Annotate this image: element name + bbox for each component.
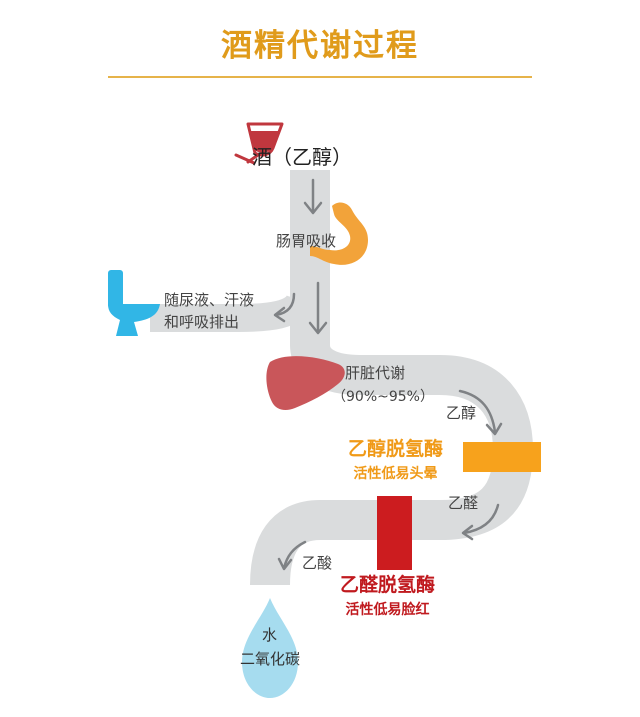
absorb-label: 肠胃吸收 xyxy=(276,232,337,250)
arrow-branch xyxy=(273,292,296,323)
toilet-icon xyxy=(108,270,160,336)
excrete-label-2: 和呼吸排出 xyxy=(164,313,240,331)
acetaldehyde-label: 乙醛 xyxy=(448,494,479,512)
adh-enzyme-name: 乙醇脱氢酶 xyxy=(348,438,444,460)
end-product-water: 水 xyxy=(262,626,278,644)
aldh-enzyme-name: 乙醛脱氢酶 xyxy=(340,574,436,596)
page-title: 酒精代谢过程 xyxy=(221,28,419,64)
wine-glass-icon xyxy=(234,122,284,165)
acetic-acid-label: 乙酸 xyxy=(302,554,333,572)
adh-enzyme-label: 乙醇脱氢酶 活性低易头晕 xyxy=(348,434,443,483)
flow-arrows xyxy=(273,178,503,571)
liver-label-1: 肝脏代谢 xyxy=(345,364,406,382)
aldh-enzyme-label: 乙醛脱氢酶 活性低易脸红 xyxy=(340,570,435,619)
arrow-down-1 xyxy=(303,178,323,215)
end-product-co2: 二氧化碳 xyxy=(240,650,301,668)
arrow-curve-right xyxy=(458,389,503,436)
liver-label-2: （90%~95%） xyxy=(332,389,434,405)
liver-icon xyxy=(266,356,345,410)
excrete-label-1: 随尿液、汗液 xyxy=(164,291,255,309)
wine-label: 酒（乙醇） xyxy=(252,145,352,169)
adh-enzyme-note: 活性低易头晕 xyxy=(353,466,438,482)
title-divider xyxy=(108,76,532,78)
aldh-enzyme-note: 活性低易脸红 xyxy=(345,602,430,618)
arrow-curve-left xyxy=(461,503,500,541)
adh-enzyme-bar xyxy=(463,442,541,472)
arrow-down-3 xyxy=(277,540,307,571)
water-drop-icon xyxy=(242,598,298,698)
stomach-icon xyxy=(310,202,368,265)
aldh-enzyme-bar xyxy=(377,496,412,570)
ethanol-label: 乙醇 xyxy=(446,404,477,422)
arrow-down-2 xyxy=(308,281,328,335)
